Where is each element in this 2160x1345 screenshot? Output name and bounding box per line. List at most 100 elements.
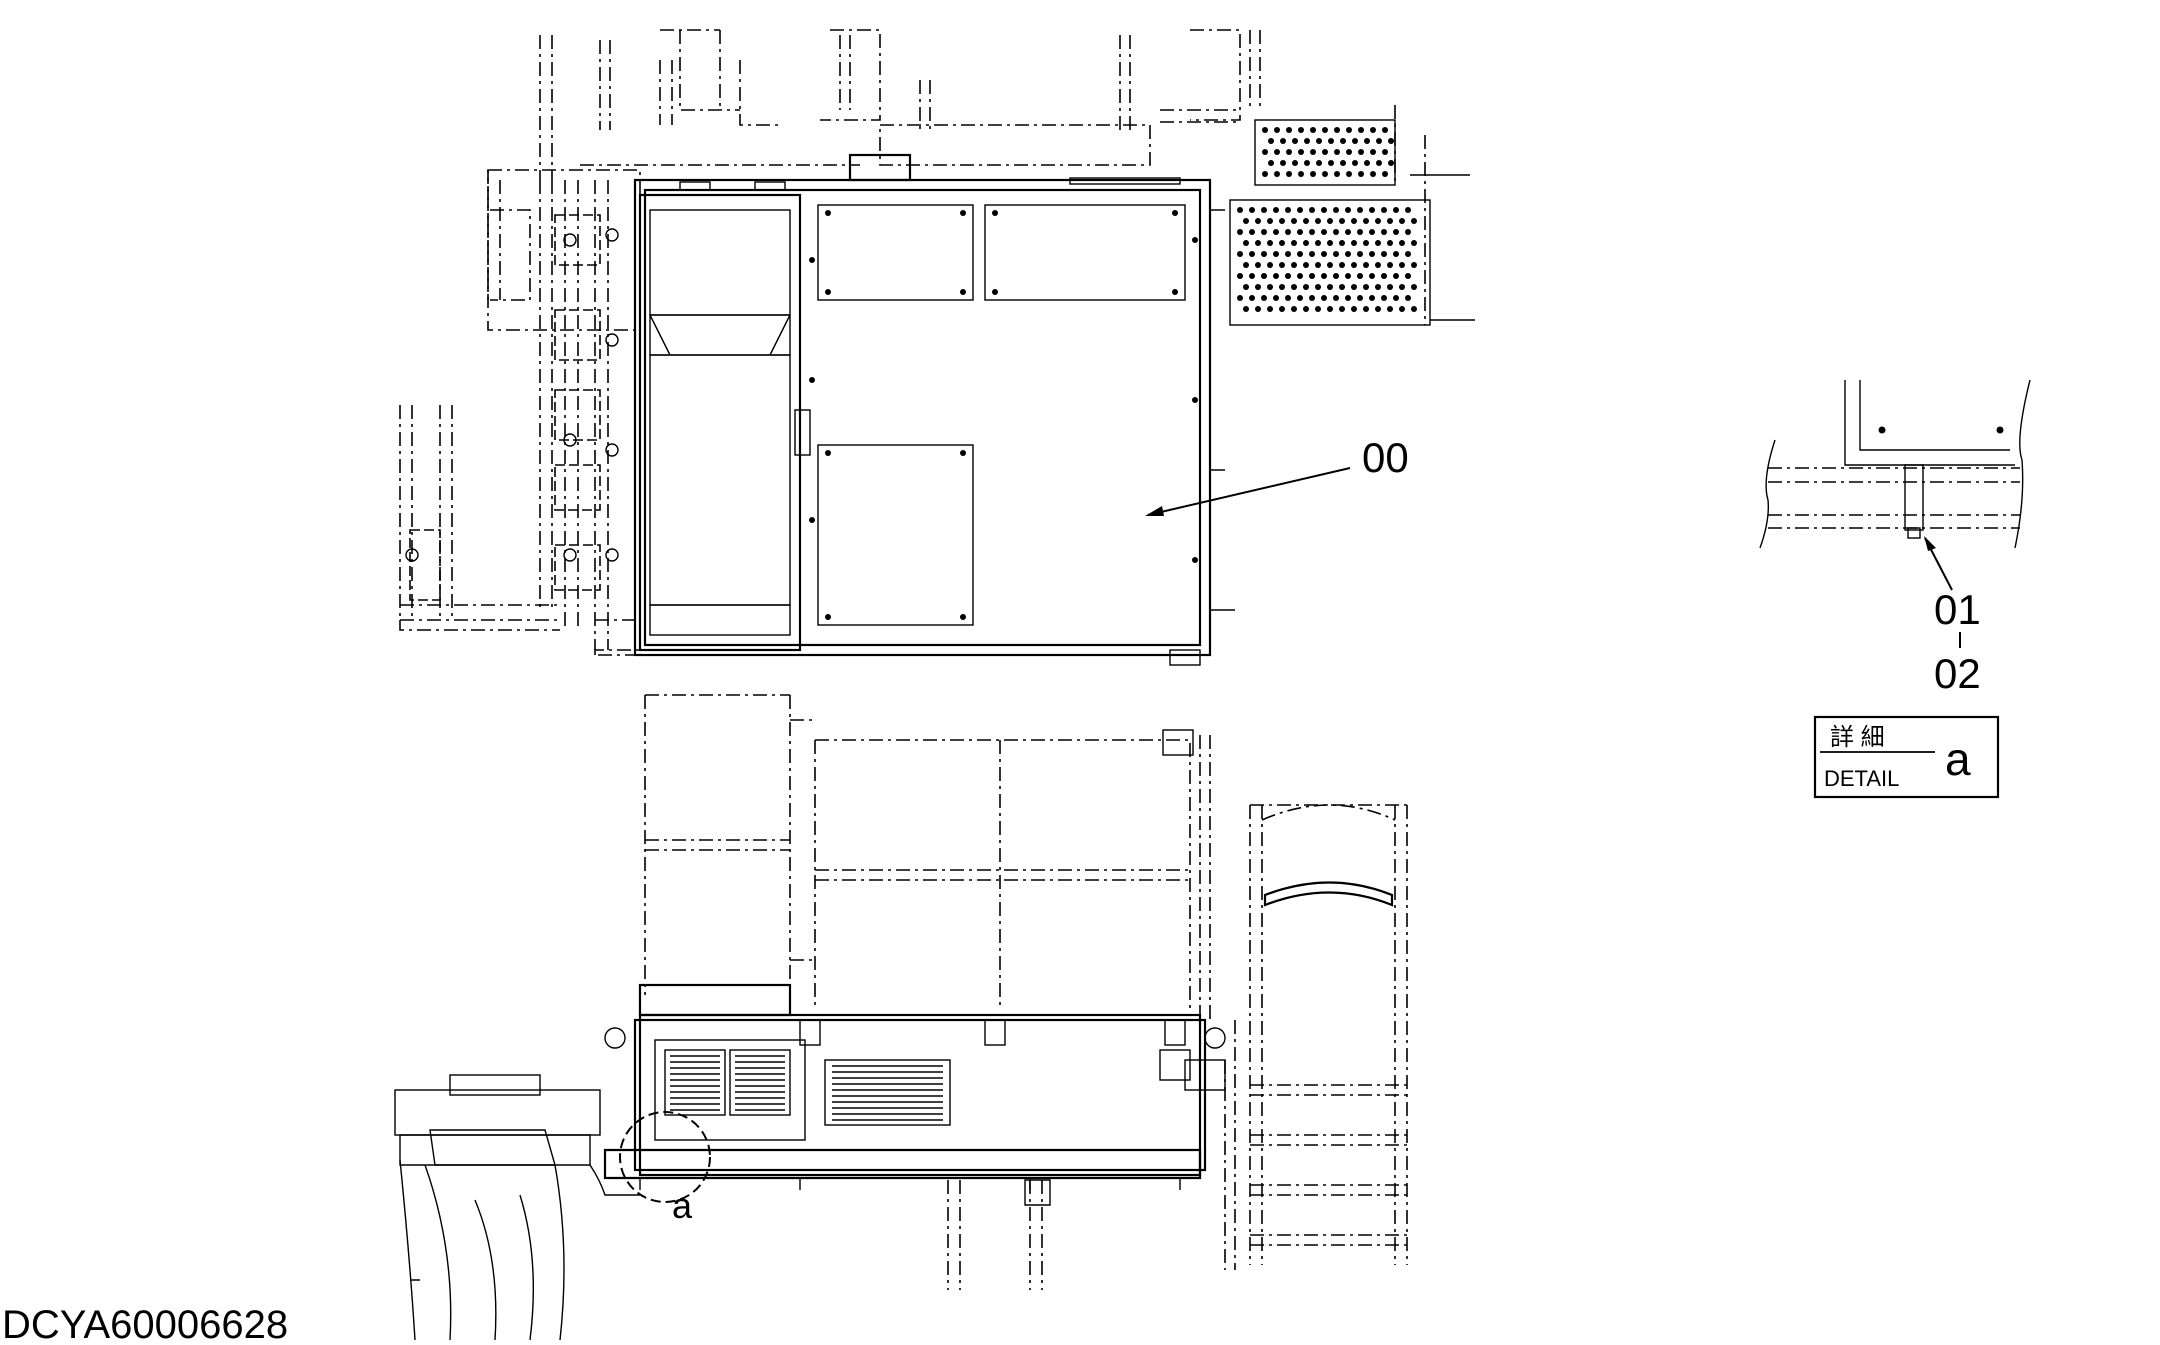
left-frame-structure <box>399 29 1261 656</box>
leader-line-00 <box>1145 467 1351 516</box>
perforation-dot <box>1267 240 1273 246</box>
perforation-dot <box>1298 171 1304 177</box>
perforation-dot <box>1279 284 1285 290</box>
perforation-dot <box>1381 295 1387 301</box>
perforation-dot <box>1345 251 1351 257</box>
perforation-dot <box>1255 284 1261 290</box>
perforation-dot <box>1261 273 1267 279</box>
perforation-dot <box>1280 160 1286 166</box>
part-number-00: 00 <box>1362 434 1409 481</box>
perforation-dot <box>1321 229 1327 235</box>
perforation-dot <box>1399 284 1405 290</box>
perforation-dot <box>1334 149 1340 155</box>
perforation-dot <box>1339 218 1345 224</box>
panel-bolts <box>809 210 1198 620</box>
perforation-dot <box>1237 273 1243 279</box>
main-enclosure-bottom <box>603 983 1226 1190</box>
perforation-dot <box>1297 295 1303 301</box>
perforation-dot <box>1327 306 1333 312</box>
perforation-dot <box>1285 207 1291 213</box>
perforation-dot <box>1387 218 1393 224</box>
vent-grille <box>670 1055 943 1121</box>
perforation-dot <box>1411 306 1417 312</box>
perforation-dot <box>1381 251 1387 257</box>
perforation-dot <box>1273 295 1279 301</box>
perforation-dot <box>1321 273 1327 279</box>
perforation-dot <box>1357 229 1363 235</box>
perforation-dot <box>1292 160 1298 166</box>
perforation-dot <box>1285 251 1291 257</box>
detail-letter: a <box>1945 733 1971 785</box>
perforation-dot <box>1358 127 1364 133</box>
perforation-dot <box>1268 138 1274 144</box>
perforation-dot <box>1327 262 1333 268</box>
perforation-dot <box>1381 273 1387 279</box>
perforation-dot <box>1375 262 1381 268</box>
perforation-dot <box>1327 240 1333 246</box>
perforation-dot <box>1297 273 1303 279</box>
perforation-dot <box>1393 251 1399 257</box>
perforation-dot <box>1303 284 1309 290</box>
perforation-dot <box>1382 149 1388 155</box>
perforation-dot <box>1261 295 1267 301</box>
perforated-walkway <box>1229 105 1475 326</box>
perforation-dot <box>1375 240 1381 246</box>
perforation-dot <box>1237 207 1243 213</box>
perforation-dot <box>1304 160 1310 166</box>
perforation-dot <box>1388 138 1394 144</box>
perforation-dot <box>1405 229 1411 235</box>
perforation-dot <box>1369 229 1375 235</box>
perforation-dot <box>1387 240 1393 246</box>
perforation-dot <box>1321 251 1327 257</box>
perforation-dot <box>1261 207 1267 213</box>
perforation-dot <box>1237 295 1243 301</box>
perforation-dot <box>1382 127 1388 133</box>
perforation-dot <box>1274 149 1280 155</box>
perforation-dot <box>1315 306 1321 312</box>
perforation-dot <box>1370 127 1376 133</box>
perforation-dot <box>1393 207 1399 213</box>
perforation-dot <box>1363 218 1369 224</box>
perforation-dot <box>1387 306 1393 312</box>
perforation-dot <box>1334 127 1340 133</box>
perforation-dot <box>1285 273 1291 279</box>
perforation-dot <box>1267 284 1273 290</box>
perforation-dot <box>1267 218 1273 224</box>
perforation-dot <box>1393 295 1399 301</box>
perforation-dot <box>1369 273 1375 279</box>
lower-railing <box>644 694 1211 1020</box>
perforation-dot <box>1303 240 1309 246</box>
perforation-dot <box>1346 127 1352 133</box>
perforation-dot <box>1405 207 1411 213</box>
perforation-dot <box>1273 229 1279 235</box>
perforation-dot <box>1268 160 1274 166</box>
perforation-dot <box>1303 262 1309 268</box>
perforation-dot <box>1340 138 1346 144</box>
perforation-dot <box>1309 273 1315 279</box>
perforation-dot <box>1292 138 1298 144</box>
perforation-dot <box>1352 138 1358 144</box>
perforation-dot <box>1399 240 1405 246</box>
perforation-dot <box>1262 149 1268 155</box>
perforation-dot <box>1291 218 1297 224</box>
perforation-dot <box>1249 229 1255 235</box>
perforation-dot <box>1340 160 1346 166</box>
perforation-dot <box>1375 284 1381 290</box>
perforation-dot <box>1399 262 1405 268</box>
perforation-dot <box>1315 262 1321 268</box>
perforation-dot <box>1322 149 1328 155</box>
perforation-dot <box>1370 149 1376 155</box>
perforation-dot <box>1291 240 1297 246</box>
perforation-dot <box>1333 295 1339 301</box>
perforation-dot <box>1249 295 1255 301</box>
perforation-dot <box>1255 240 1261 246</box>
perforation-dot <box>1315 218 1321 224</box>
perforation-dot <box>1327 218 1333 224</box>
perforation-dot <box>1382 171 1388 177</box>
perforation-dot <box>1262 171 1268 177</box>
detail-view <box>1759 379 2031 591</box>
perforation-dot <box>1297 251 1303 257</box>
perforation-dot <box>1273 251 1279 257</box>
perforation-dot <box>1243 306 1249 312</box>
